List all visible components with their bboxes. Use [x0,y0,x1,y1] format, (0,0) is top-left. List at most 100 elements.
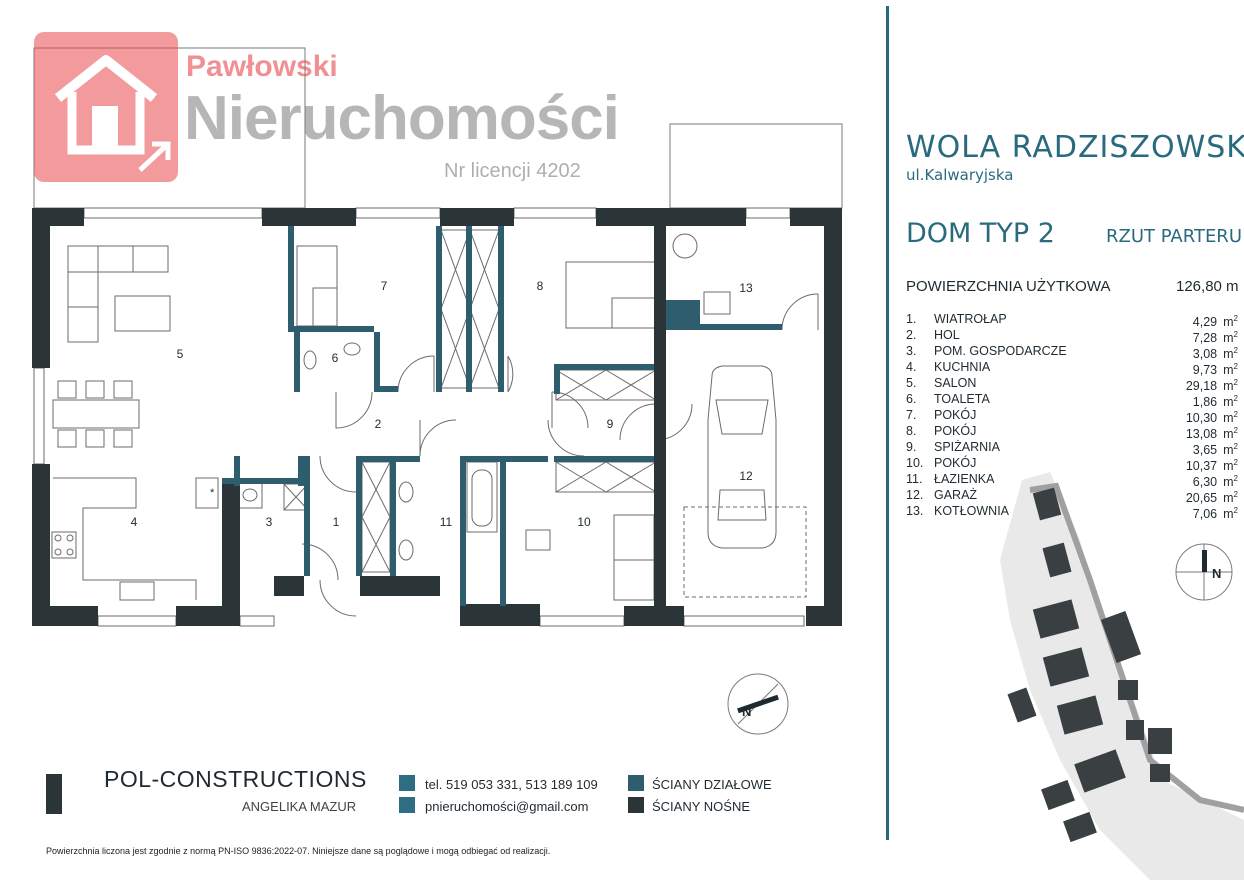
compass-icon: N [727,673,789,735]
watermark-line2: Nieruchomości [184,84,620,153]
company-bar [46,774,62,814]
room-name: POKÓJ [934,424,977,438]
area-label: POWIERZCHNIA UŻYTKOWA [906,278,1111,295]
watermark-logo [34,32,178,182]
room-area-value: 3,08 [1192,347,1218,362]
compass-label: N [742,704,751,719]
company-email: pnieruchomości@gmail.com [425,799,589,814]
room-area-sup: 2 [1233,362,1238,371]
room-name: GARAŻ [934,488,978,502]
furniture [33,207,819,627]
room-number: 3. [906,344,917,358]
plan-label-5: 5 [177,347,184,361]
plan-label-9: 9 [607,417,614,431]
plan-label-2: 2 [375,417,382,431]
room-area-unit: m [1223,331,1234,346]
room-name: WIATROŁAP [934,312,1007,326]
plan-label-6: 6 [332,351,339,365]
room-number: 1. [906,312,917,326]
room-area: 4,29 m2 [1181,311,1238,330]
room-number: 5. [906,376,917,390]
room-name: SPIŻARNIA [934,440,1000,454]
plan-label-1: 1 [333,515,340,529]
company-person: ANGELIKA MAZUR [242,799,357,814]
room-area-value: 29,18 [1185,379,1218,394]
room-area-sup: 2 [1233,378,1238,387]
room-area-value: 7,06 [1192,507,1218,522]
company-name: POL-CONSTRUCTIONS [104,766,367,792]
room-area-value: 1,86 [1192,395,1218,410]
room-name: ŁAZIENKA [934,472,995,486]
divider-line [886,6,889,840]
footer-note: Powierzchnia liczona jest zgodnie z norm… [46,846,551,856]
room-area-sup: 2 [1233,458,1238,467]
legend-partition-swatch [628,775,644,791]
room-area-unit: m [1223,411,1234,426]
room-area-value: 9,73 [1192,363,1218,378]
plan-label-13: 13 [739,281,753,295]
legend-loadbearing-swatch [628,797,644,813]
street-name: ul.Kalwaryjska [906,166,1014,184]
legend-partition-label: ŚCIANY DZIAŁOWE [652,777,772,792]
room-area-sup: 2 [1233,490,1238,499]
room-area-unit: m [1223,507,1234,522]
room-area: 29,18 m2 [1181,375,1238,394]
room-area-value: 4,29 [1192,315,1218,330]
area-value: 126,80 m [1176,278,1239,295]
room-number: 7. [906,408,917,422]
room-area-value: 13,08 [1185,427,1218,442]
house-type: DOM TYP 2 [906,218,1055,249]
company-phone: tel. 519 053 331, 513 189 109 [425,777,598,792]
room-number: 10. [906,456,924,470]
plan-label-10: 10 [577,515,591,529]
room-area-value: 3,65 [1192,443,1218,458]
room-name: POM. GOSPODARCZE [934,344,1067,358]
plan-label-11: 11 [440,515,453,529]
room-name: TOALETA [934,392,990,406]
plan-label-7: 7 [381,279,388,293]
room-area-unit: m [1223,491,1234,506]
room-area: 10,30 m2 [1181,407,1238,426]
room-name: POKÓJ [934,456,977,470]
room-area-sup: 2 [1233,410,1238,419]
site-compass-label: N [1212,566,1221,581]
room-area-value: 6,30 [1192,475,1218,490]
room-labels: 1 2 3 4 5 6 7 8 9 10 11 12 13 [131,279,753,529]
room-area-unit: m [1223,459,1234,474]
room-number: 13. [906,504,924,518]
room-area-value: 10,30 [1185,411,1218,426]
room-area-sup: 2 [1233,314,1238,323]
load-bearing-walls [32,208,842,626]
room-name: POKÓJ [934,408,977,422]
room-number: 4. [906,360,917,374]
room-area-value: 20,65 [1185,491,1218,506]
room-number: 6. [906,392,917,406]
room-area-sup: 2 [1233,426,1238,435]
location-title: WOLA RADZISZOWSKA [906,130,1244,165]
room-area-unit: m [1223,379,1234,394]
room-area-sup: 2 [1233,394,1238,403]
room-row: 1. WIATROŁAP 4,29 m2 [906,311,1244,330]
room-name: KUCHNIA [934,360,991,374]
room-area-unit: m [1223,427,1234,442]
room-area-unit: m [1223,315,1234,330]
room-area: 13,08 m2 [1181,423,1238,442]
site-compass-icon: N [1175,543,1233,601]
